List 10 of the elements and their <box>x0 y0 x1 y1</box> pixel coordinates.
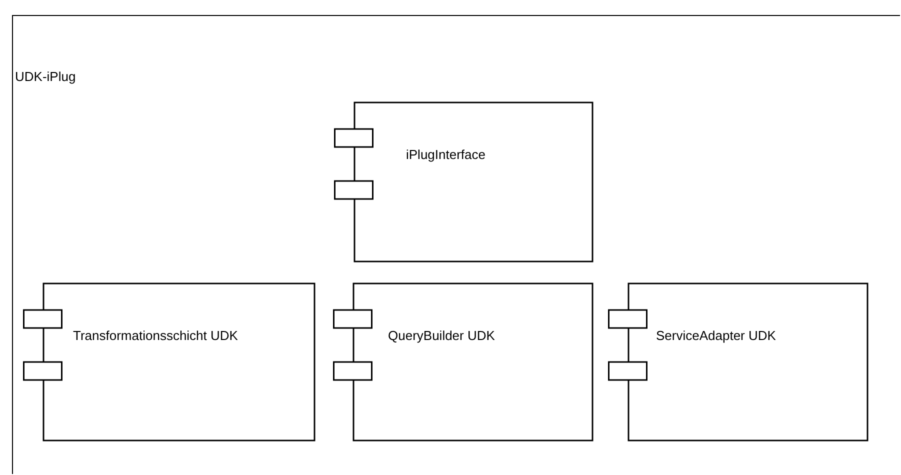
component-box <box>608 283 868 441</box>
component-name: ServiceAdapter UDK <box>656 328 776 343</box>
component-name: iPlugInterface <box>406 147 486 162</box>
component-box <box>333 283 593 441</box>
component-name: Transformationsschicht UDK <box>73 328 238 343</box>
component-box <box>334 102 593 262</box>
package-frame <box>12 15 900 474</box>
component-box <box>23 283 315 441</box>
package-name: UDK-iPlug <box>15 69 76 84</box>
component-name: QueryBuilder UDK <box>388 328 495 343</box>
